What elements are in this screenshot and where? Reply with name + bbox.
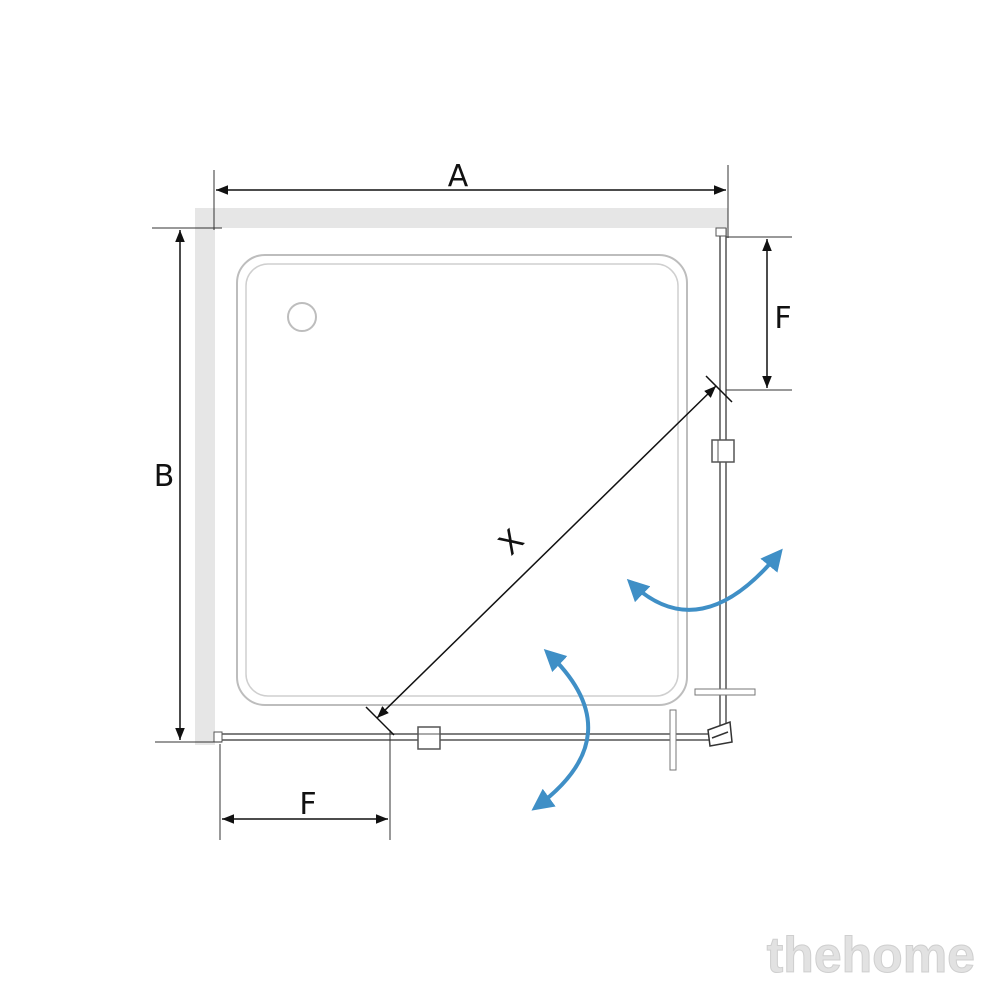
- swing-arrow-front-door: [531, 648, 591, 811]
- dimension-a: A: [213, 159, 729, 238]
- label-f-right: F: [774, 301, 791, 336]
- drain-icon: [287, 302, 317, 332]
- label-f-front: F: [299, 787, 316, 822]
- dimension-b: B: [152, 227, 222, 743]
- door-handle-front: [417, 726, 441, 750]
- label-b: B: [154, 459, 175, 494]
- door-handle-right: [711, 439, 735, 463]
- label-a: A: [448, 159, 469, 194]
- side-wall: [195, 208, 215, 745]
- dimension-f-front: F: [219, 730, 391, 840]
- swing-arrow-right-door: [626, 548, 783, 612]
- watermark-logo: thehome: [767, 927, 975, 983]
- right-glass-panel: [715, 227, 727, 738]
- front-glass-panel: [213, 731, 730, 743]
- label-x: X: [492, 523, 531, 562]
- corner-bracket: [669, 688, 756, 771]
- back-wall: [195, 208, 728, 228]
- dimension-f-right: F: [726, 236, 792, 391]
